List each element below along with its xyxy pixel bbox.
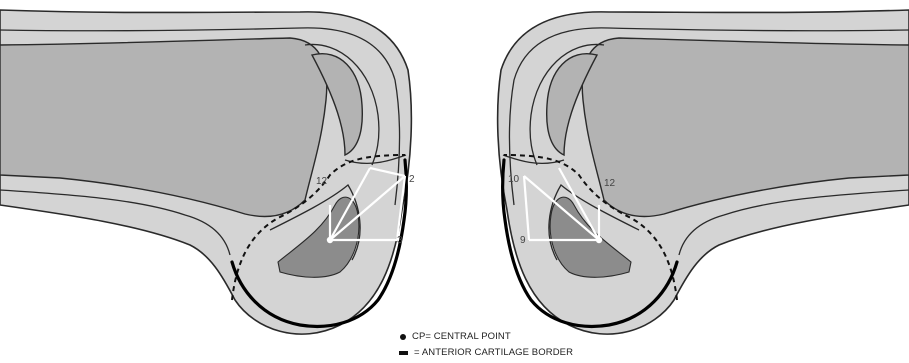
right-label-12: 12 (604, 178, 616, 189)
right-central-point (596, 237, 602, 243)
right-label-10: 10 (508, 174, 520, 185)
right-knee (498, 10, 909, 334)
left-label-12: 12 (316, 176, 328, 187)
left-central-point (327, 237, 333, 243)
left-label-3: 3 (397, 235, 403, 246)
right-label-9: 9 (520, 235, 526, 246)
left-label-2: 2 (409, 174, 415, 185)
left-knee: 12 2 3 (0, 10, 415, 334)
